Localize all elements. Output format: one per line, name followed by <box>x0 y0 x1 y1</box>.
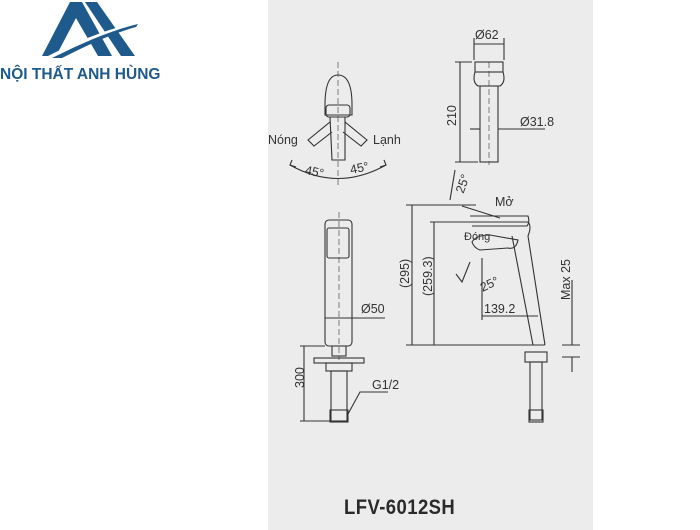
total-height: (295) <box>398 259 412 288</box>
brand-name: NỘI THẤT ANH HÙNG <box>0 66 161 83</box>
close-label: Đóng <box>464 231 490 243</box>
supply-length: 300 <box>293 367 307 388</box>
drain-pipe-diameter: Ø31.8 <box>520 115 554 129</box>
body-diameter: Ø50 <box>361 302 385 316</box>
drain-top-diameter: Ø62 <box>475 28 499 42</box>
faucet-technical-drawing: Nóng Lạnh 45° 45° Ø62 210 Ø31.8 Ø50 300 … <box>268 28 580 423</box>
max-deck-thickness: Max 25 <box>559 259 573 300</box>
spout-reach: 139.2 <box>484 302 515 316</box>
spout-angle: 25° <box>478 274 501 295</box>
lever-angle: 25° <box>453 172 473 195</box>
brand-logo: NỘI THẤT ANH HÙNG <box>0 0 200 90</box>
angle-left-label: 45° <box>304 163 325 181</box>
model-number: LFV-6012SH <box>344 496 456 519</box>
hot-label: Nóng <box>268 133 298 147</box>
logo-mark-icon <box>42 2 138 58</box>
drain-height: 210 <box>445 105 459 126</box>
cold-label: Lạnh <box>373 133 401 147</box>
thread-size: G1/2 <box>372 378 399 392</box>
open-label: Mở <box>495 195 514 209</box>
technical-drawing-panel: Nóng Lạnh 45° 45° Ø62 210 Ø31.8 Ø50 300 … <box>268 0 593 530</box>
spout-height: (259.3) <box>421 256 435 296</box>
angle-right-label: 45° <box>349 159 370 177</box>
